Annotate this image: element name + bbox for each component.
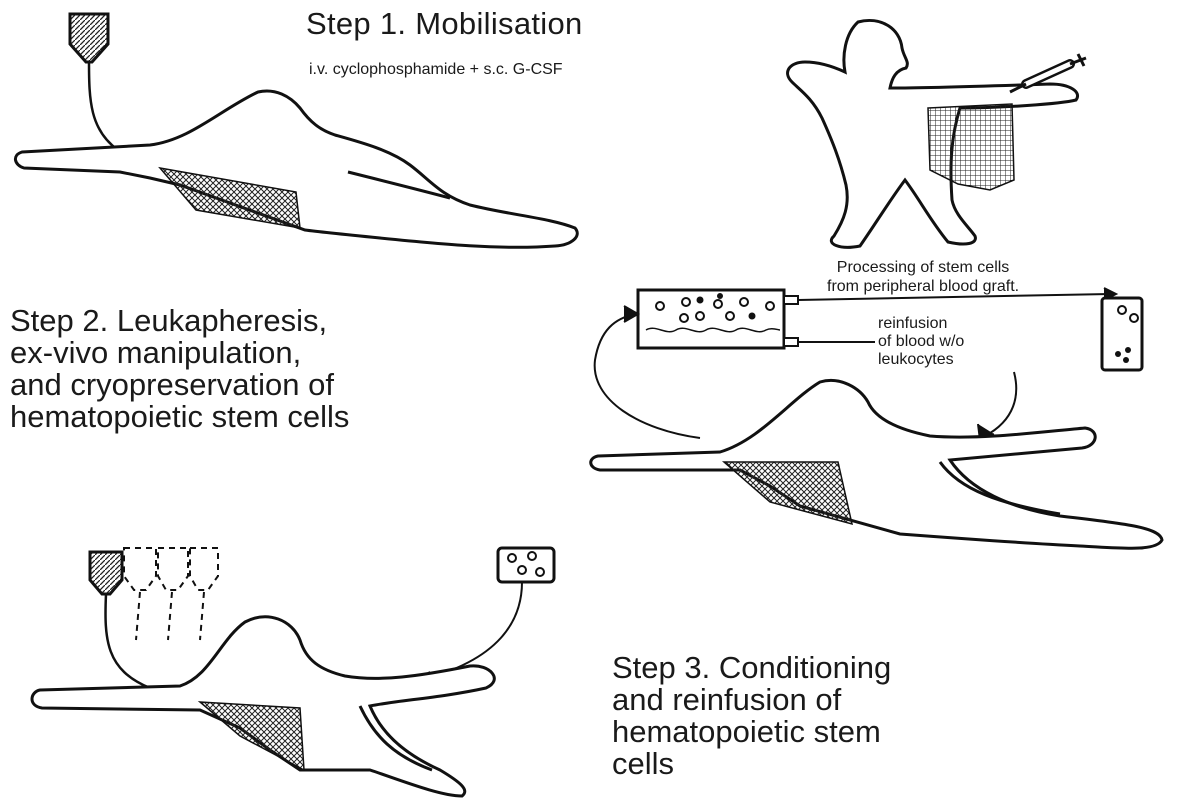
step2-title-line: ex-vivo manipulation, [10, 337, 349, 369]
processing-label-line: from peripheral blood graft. [827, 277, 1019, 296]
step1-standing-patient [788, 20, 1078, 247]
apheresis-container [638, 290, 798, 348]
step2-title-line: hematopoietic stem cells [10, 401, 349, 433]
processing-label-line: Processing of stem cells [827, 258, 1019, 277]
step3-title-line: Step 3. Conditioning [612, 652, 891, 684]
reinfusion-label-line: of blood w/o [878, 333, 964, 351]
reinfusion-label-line: reinfusion [878, 315, 964, 333]
step2-title-line: and cryopreservation of [10, 369, 349, 401]
step1-iv-bag-icon [70, 14, 118, 150]
step3-reclining-patient [32, 617, 494, 796]
reinfusion-label-line: leukocytes [878, 351, 964, 369]
step3-title-line: hematopoietic stem [612, 716, 891, 748]
step2-title-line: Step 2. Leukapheresis, [10, 305, 349, 337]
step2-reclining-patient [591, 380, 1162, 548]
step3-iv-bags-icon [90, 548, 218, 688]
test-tube-icon [1102, 298, 1142, 370]
step1-title: Step 1. Mobilisation [306, 6, 583, 42]
processing-label: Processing of stem cells from peripheral… [827, 258, 1019, 296]
reinfusion-label: reinfusion of blood w/o leukocytes [878, 315, 964, 369]
step3-title-line: cells [612, 748, 891, 780]
step1-subtitle: i.v. cyclophosphamide + s.c. G-CSF [309, 61, 563, 79]
step3-title: Step 3. Conditioning and reinfusion of h… [612, 652, 891, 780]
step2-title: Step 2. Leukapheresis, ex-vivo manipulat… [10, 305, 349, 433]
step3-title-line: and reinfusion of [612, 684, 891, 716]
step1-reclining-patient [15, 91, 577, 247]
